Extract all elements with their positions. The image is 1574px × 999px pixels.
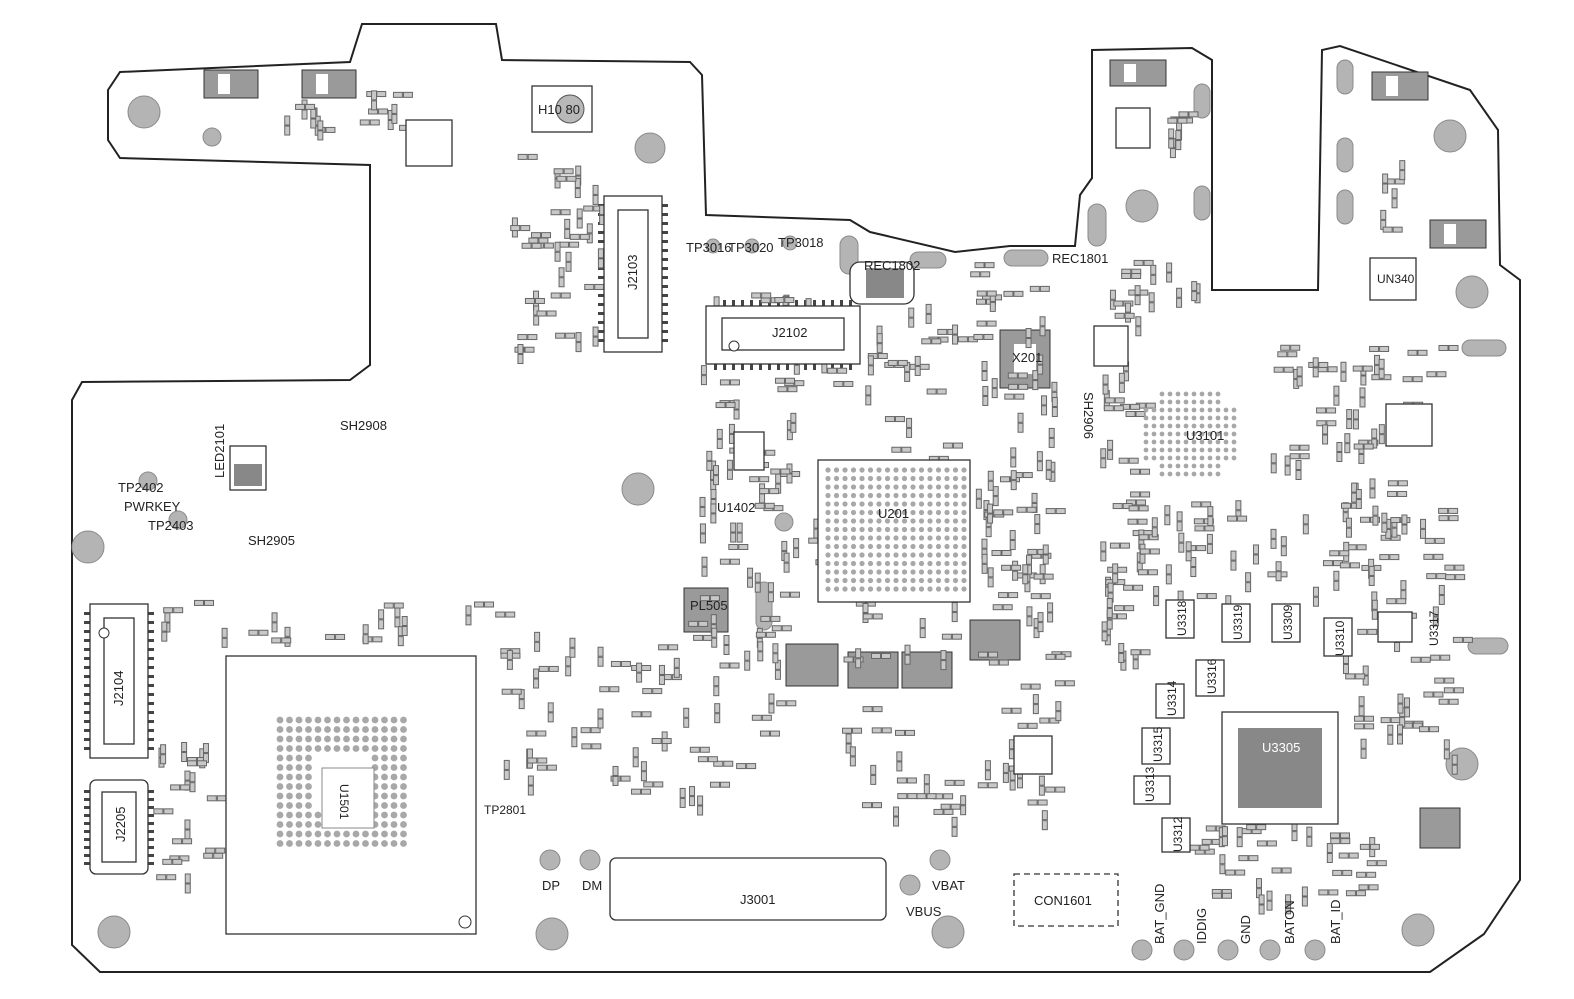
label-tp2402: TP2402	[118, 480, 164, 495]
ic-u1501: U1501	[225, 655, 477, 935]
connector-j2205: J2205	[89, 779, 149, 875]
label-u1501: U1501	[337, 784, 351, 820]
label-sh2905: SH2905	[248, 533, 295, 548]
label-tp3016: TP3016	[686, 240, 732, 255]
ic-u3305: U3305	[1221, 711, 1339, 825]
label-u3309: U3309	[1281, 604, 1295, 640]
ic-u201: U201	[817, 459, 971, 603]
label-u3318: U3318	[1175, 600, 1189, 636]
label-u3305: U3305	[1262, 740, 1300, 755]
label-tp3020: TP3020	[728, 240, 774, 255]
label-baton: BATON	[1282, 900, 1297, 944]
label-h101: H10 80	[538, 102, 580, 117]
label-dp: DP	[542, 878, 560, 893]
label-j2102: J2102	[772, 325, 807, 340]
label-u3315: U3315	[1151, 726, 1165, 762]
label-u3101: U3101	[1186, 428, 1224, 443]
label-j3001: J3001	[740, 892, 775, 907]
connector-con1601: CON1601	[1013, 873, 1119, 927]
label-u3317: U3317	[1427, 610, 1441, 646]
label-con1601: CON1601	[1034, 893, 1092, 908]
label-j2104: J2104	[111, 671, 126, 706]
label-u1402: U1402	[717, 500, 755, 515]
label-u3403: UN340	[1377, 272, 1415, 286]
connector-j2102: J2102	[705, 305, 861, 365]
label-vbus: VBUS	[906, 904, 942, 919]
label-tp3018: TP3018	[778, 235, 824, 250]
text-labels: REC1802 REC1801 X201 LED2101 PL505 U1402…	[118, 235, 1343, 944]
label-u201: U201	[878, 506, 909, 521]
label-j2103: J2103	[625, 255, 640, 290]
label-rec1801: REC1801	[1052, 251, 1108, 266]
label-rec1802: REC1802	[864, 258, 920, 273]
label-u3319: U3319	[1231, 604, 1245, 640]
label-u3310: U3310	[1333, 620, 1347, 656]
label-bat-gnd: BAT_GND	[1152, 884, 1167, 944]
connector-j3001: J3001	[609, 857, 887, 921]
mounting-holes	[71, 95, 1489, 951]
label-led2101: LED2101	[212, 424, 227, 478]
label-tp2403: TP2403	[148, 518, 194, 533]
label-x201: X201	[1012, 350, 1042, 365]
label-tp2801: TP2801	[484, 803, 526, 817]
label-sh2906: SH2906	[1081, 392, 1096, 439]
small-ics: U3318 U3319 U3309 U3310 U3317 U3316 U331…	[405, 107, 1441, 853]
misc-components: H10 80	[229, 85, 915, 491]
label-u3314: U3314	[1165, 680, 1179, 716]
label-pwrkey: PWRKEY	[124, 499, 181, 514]
label-u3312: U3312	[1171, 816, 1185, 852]
label-dm: DM	[582, 878, 602, 893]
label-u3316: U3316	[1205, 658, 1219, 694]
label-u3313: U3313	[1143, 766, 1157, 802]
label-bat-id: BAT_ID	[1328, 899, 1343, 944]
test-points	[138, 235, 1326, 961]
connector-j2104: J2104	[89, 603, 149, 759]
label-vbat: VBAT	[932, 878, 965, 893]
ic-u3101: U3101	[1143, 391, 1237, 477]
label-iddig: IDDIG	[1194, 908, 1209, 944]
label-j2205: J2205	[113, 807, 128, 842]
label-gnd: GND	[1238, 915, 1253, 944]
connector-j2103: J2103	[603, 195, 663, 353]
label-sh2908: SH2908	[340, 418, 387, 433]
label-pl505: PL505	[690, 598, 728, 613]
